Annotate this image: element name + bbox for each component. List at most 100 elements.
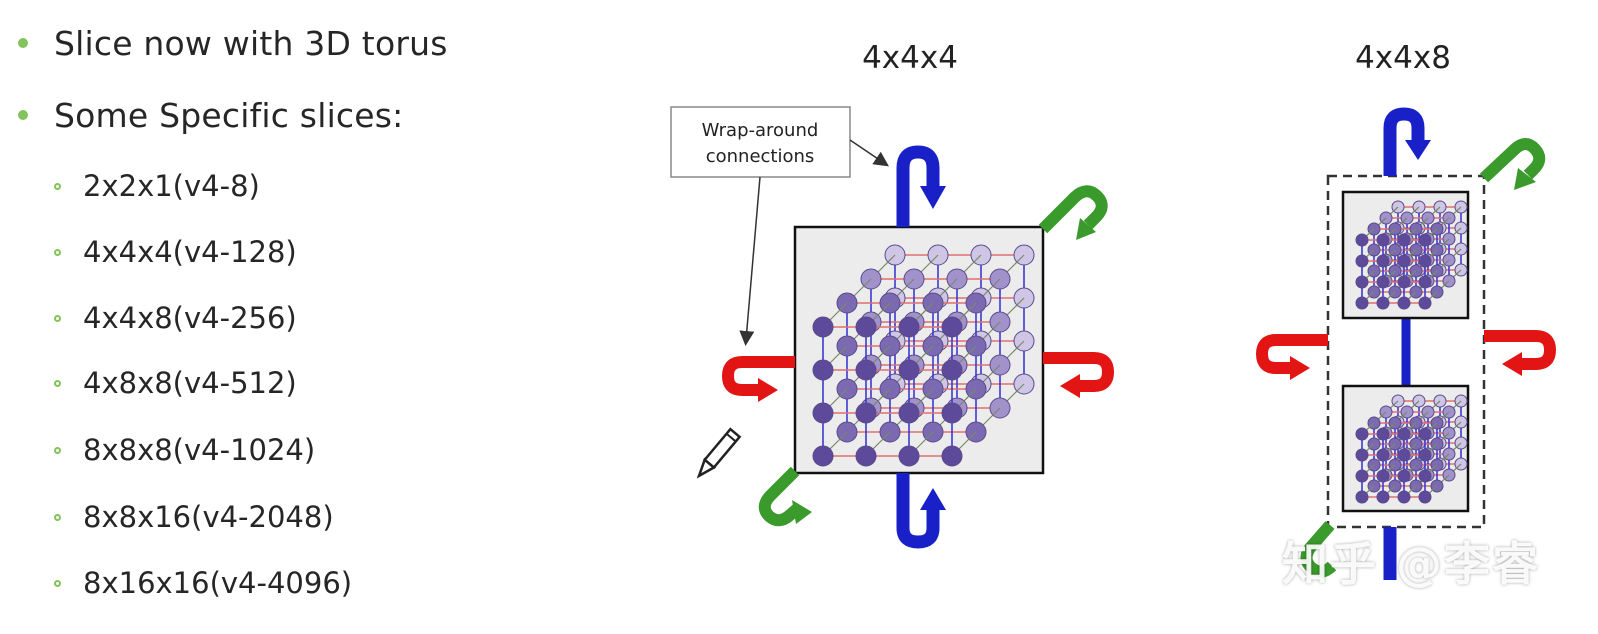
torus-node [1418, 427, 1432, 441]
bullet-slice-3d-torus: Slice now with 3D torus [18, 18, 448, 68]
wrap-arrows-left [721, 145, 1115, 549]
x-arrowhead-left-right [1290, 356, 1310, 380]
torus-node [1355, 275, 1369, 289]
pencil-icon [696, 427, 742, 479]
x-arrowhead-left [758, 378, 778, 402]
bullet-dot [18, 38, 28, 48]
torus-node [1376, 275, 1390, 289]
torus-node [855, 316, 877, 338]
x-arrowhead-right-right [1502, 352, 1522, 376]
torus-node [941, 316, 963, 338]
torus-node [855, 402, 877, 424]
torus-node [1355, 233, 1369, 247]
torus-node [812, 316, 834, 338]
node-grid-lower [1355, 394, 1468, 504]
torus-node [898, 359, 920, 381]
bullet-text: Slice now with 3D torus [54, 23, 448, 63]
slice-label: 4x8x8(v4-512) [83, 366, 297, 400]
torus-node [1397, 296, 1411, 310]
torus-node [1418, 448, 1432, 462]
slice-item: 4x8x8(v4-512) [54, 360, 297, 406]
sub-bullet-ring [54, 248, 61, 256]
x-arrowhead-right [1060, 374, 1080, 398]
torus-node [1418, 469, 1432, 483]
torus-node [1397, 254, 1411, 268]
torus-node [1376, 469, 1390, 483]
torus-node [1376, 448, 1390, 462]
z-arrowhead-top [920, 186, 946, 209]
torus-node [1418, 275, 1432, 289]
y-arrowhead-top [1076, 218, 1096, 240]
y-arrowhead-bottom [792, 500, 812, 524]
torus-node [898, 445, 920, 467]
right-diagram-title: 4x4x8 [1355, 40, 1451, 76]
torus-node [941, 402, 963, 424]
watermark: 知乎 @李睿 [1282, 537, 1541, 591]
wrap-arrows-right [1255, 107, 1557, 580]
z-wrap-arrow-top [896, 145, 940, 227]
slice-item: 8x8x8(v4-1024) [54, 427, 315, 473]
z-wrap-arrow-top-right [1383, 107, 1425, 176]
z-arrowhead-top-right [1405, 140, 1431, 160]
y-wrap-arrow-top-right [1479, 138, 1546, 183]
torus-node [1418, 490, 1432, 504]
x-wrap-arrow-left-right [1255, 334, 1328, 374]
y-wrap-arrow-bottom-right [1300, 521, 1337, 578]
y-wrap-arrow-bottom [758, 466, 802, 527]
y-arrowhead-top-right [1514, 168, 1536, 190]
sub-bullet-ring [54, 579, 61, 587]
torus-node [812, 402, 834, 424]
slice-item: 4x4x8(v4-256) [54, 295, 297, 341]
sub-bullet-ring [54, 446, 61, 454]
slice-label: 4x4x8(v4-256) [83, 301, 297, 335]
torus-node [1355, 469, 1369, 483]
cube-panel-4x4x4 [793, 225, 1045, 475]
torus-node [1355, 296, 1369, 310]
wrap-around-callout: Wrap-around connections [670, 106, 889, 346]
bullet-specific-slices: Some Specific slices: [18, 90, 404, 140]
torus-node [898, 402, 920, 424]
left-diagram-title: 4x4x4 [862, 40, 958, 76]
sub-bullet-ring [54, 379, 61, 387]
callout-line-2: connections [706, 146, 815, 167]
torus-node [1376, 490, 1390, 504]
torus-node [1418, 296, 1432, 310]
torus-node [1355, 254, 1369, 268]
slice-label: 8x8x8(v4-1024) [83, 433, 316, 467]
callout-pointer-left [739, 176, 761, 346]
torus-node [1397, 490, 1411, 504]
torus-node [1397, 448, 1411, 462]
dashed-slice-container-4x4x8 [1326, 174, 1486, 529]
torus-node [1418, 233, 1432, 247]
torus-node [855, 445, 877, 467]
torus-node [1376, 296, 1390, 310]
torus-node [898, 316, 920, 338]
torus-node [941, 359, 963, 381]
torus-node [1355, 427, 1369, 441]
torus-node [1355, 490, 1369, 504]
slice-item: 2x2x1(v4-8) [54, 163, 260, 209]
torus-node [1418, 254, 1432, 268]
node-grid-upper [1355, 200, 1468, 310]
sub-bullet-ring [54, 314, 61, 322]
x-wrap-arrow-right-right [1484, 330, 1557, 370]
y-wrap-arrow-top [1038, 185, 1108, 234]
slice-label: 2x2x1(v4-8) [83, 169, 260, 203]
torus-node [1397, 275, 1411, 289]
slice-item: 8x16x16(v4-4096) [54, 560, 352, 606]
sub-bullet-ring [54, 513, 61, 521]
callout-pointer-top [849, 139, 889, 167]
node-grid-4x4x4 [812, 244, 1035, 467]
torus-node [1376, 233, 1390, 247]
torus-node [1376, 427, 1390, 441]
torus-node [1397, 469, 1411, 483]
bullet-dot [18, 110, 28, 120]
slice-item: 8x8x16(v4-2048) [54, 494, 334, 540]
slice-label: 8x8x16(v4-2048) [83, 500, 334, 534]
torus-node [812, 359, 834, 381]
x-wrap-arrow-right [1043, 352, 1115, 392]
torus-node [812, 445, 834, 467]
slice-label: 8x16x16(v4-4096) [83, 566, 353, 600]
callout-box [670, 106, 851, 178]
torus-node [941, 445, 963, 467]
